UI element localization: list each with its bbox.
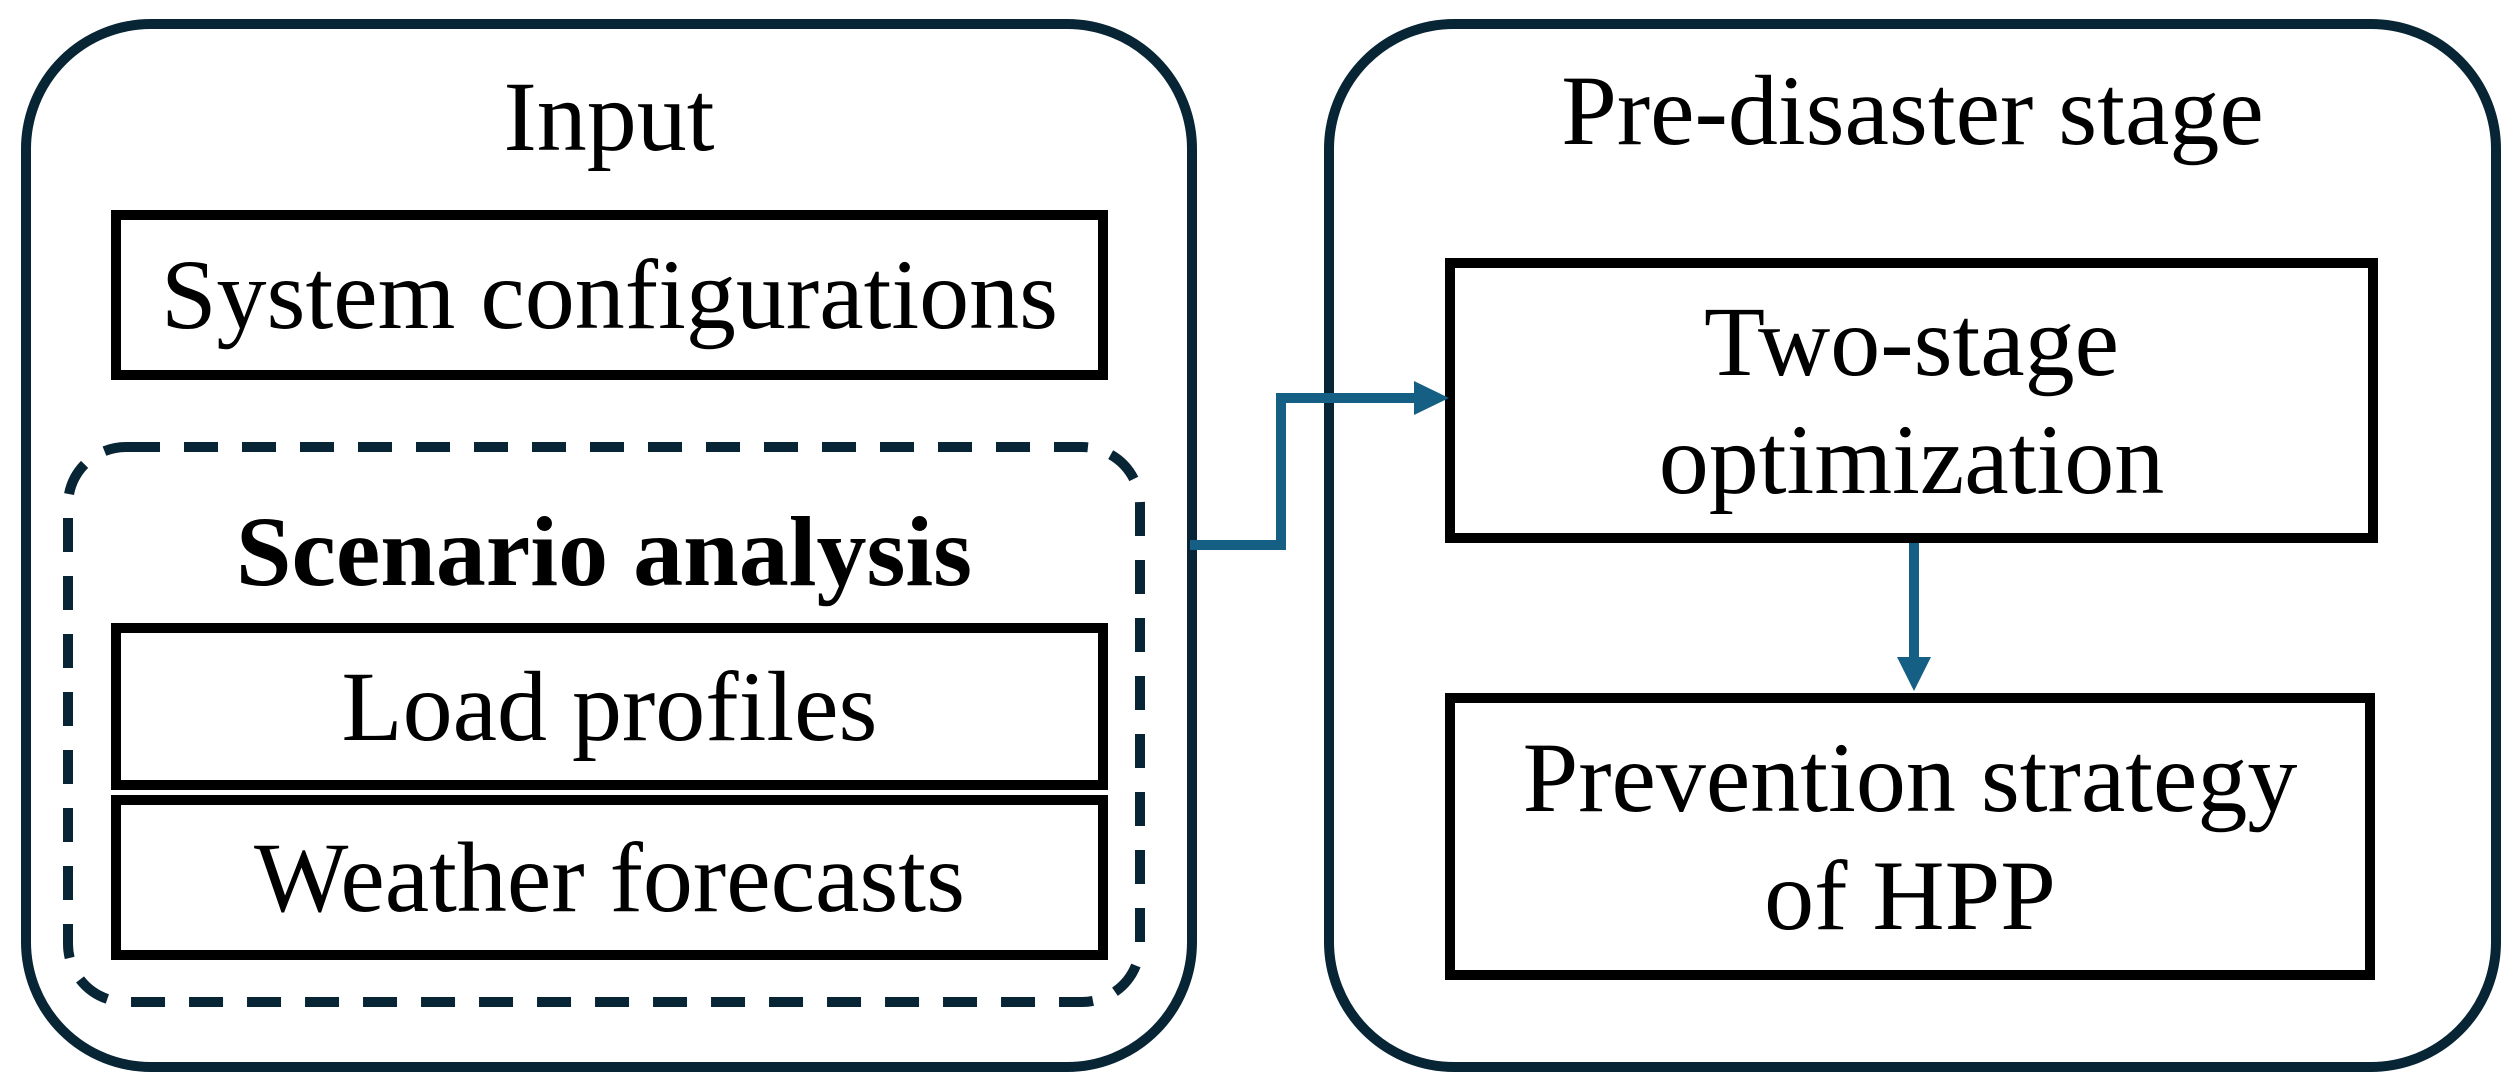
load-profiles-label: Load profiles [341,650,878,762]
weather-forecasts-box: Weather forecasts [111,795,1108,960]
system-configurations-box: System configurations [111,210,1108,380]
weather-forecasts-label: Weather forecasts [254,821,965,933]
scenario-analysis-label: Scenario analysis [235,496,973,607]
prevention-strategy-line1: Prevention strategy [1522,721,2298,833]
input-panel-title: Input [503,61,715,172]
prevention-strategy-line2: of HPP [1764,839,2056,951]
two-stage-optimization-line1: Two-stage [1703,285,2120,397]
two-stage-optimization-line2: optimization [1658,403,2165,515]
system-configurations-label: System configurations [160,239,1059,350]
load-profiles-box: Load profiles [111,623,1108,790]
pre-disaster-panel-title: Pre-disaster stage [1561,55,2264,166]
two-stage-optimization-box: Two-stage optimization [1445,258,2378,543]
prevention-strategy-box: Prevention strategy of HPP [1445,693,2375,980]
